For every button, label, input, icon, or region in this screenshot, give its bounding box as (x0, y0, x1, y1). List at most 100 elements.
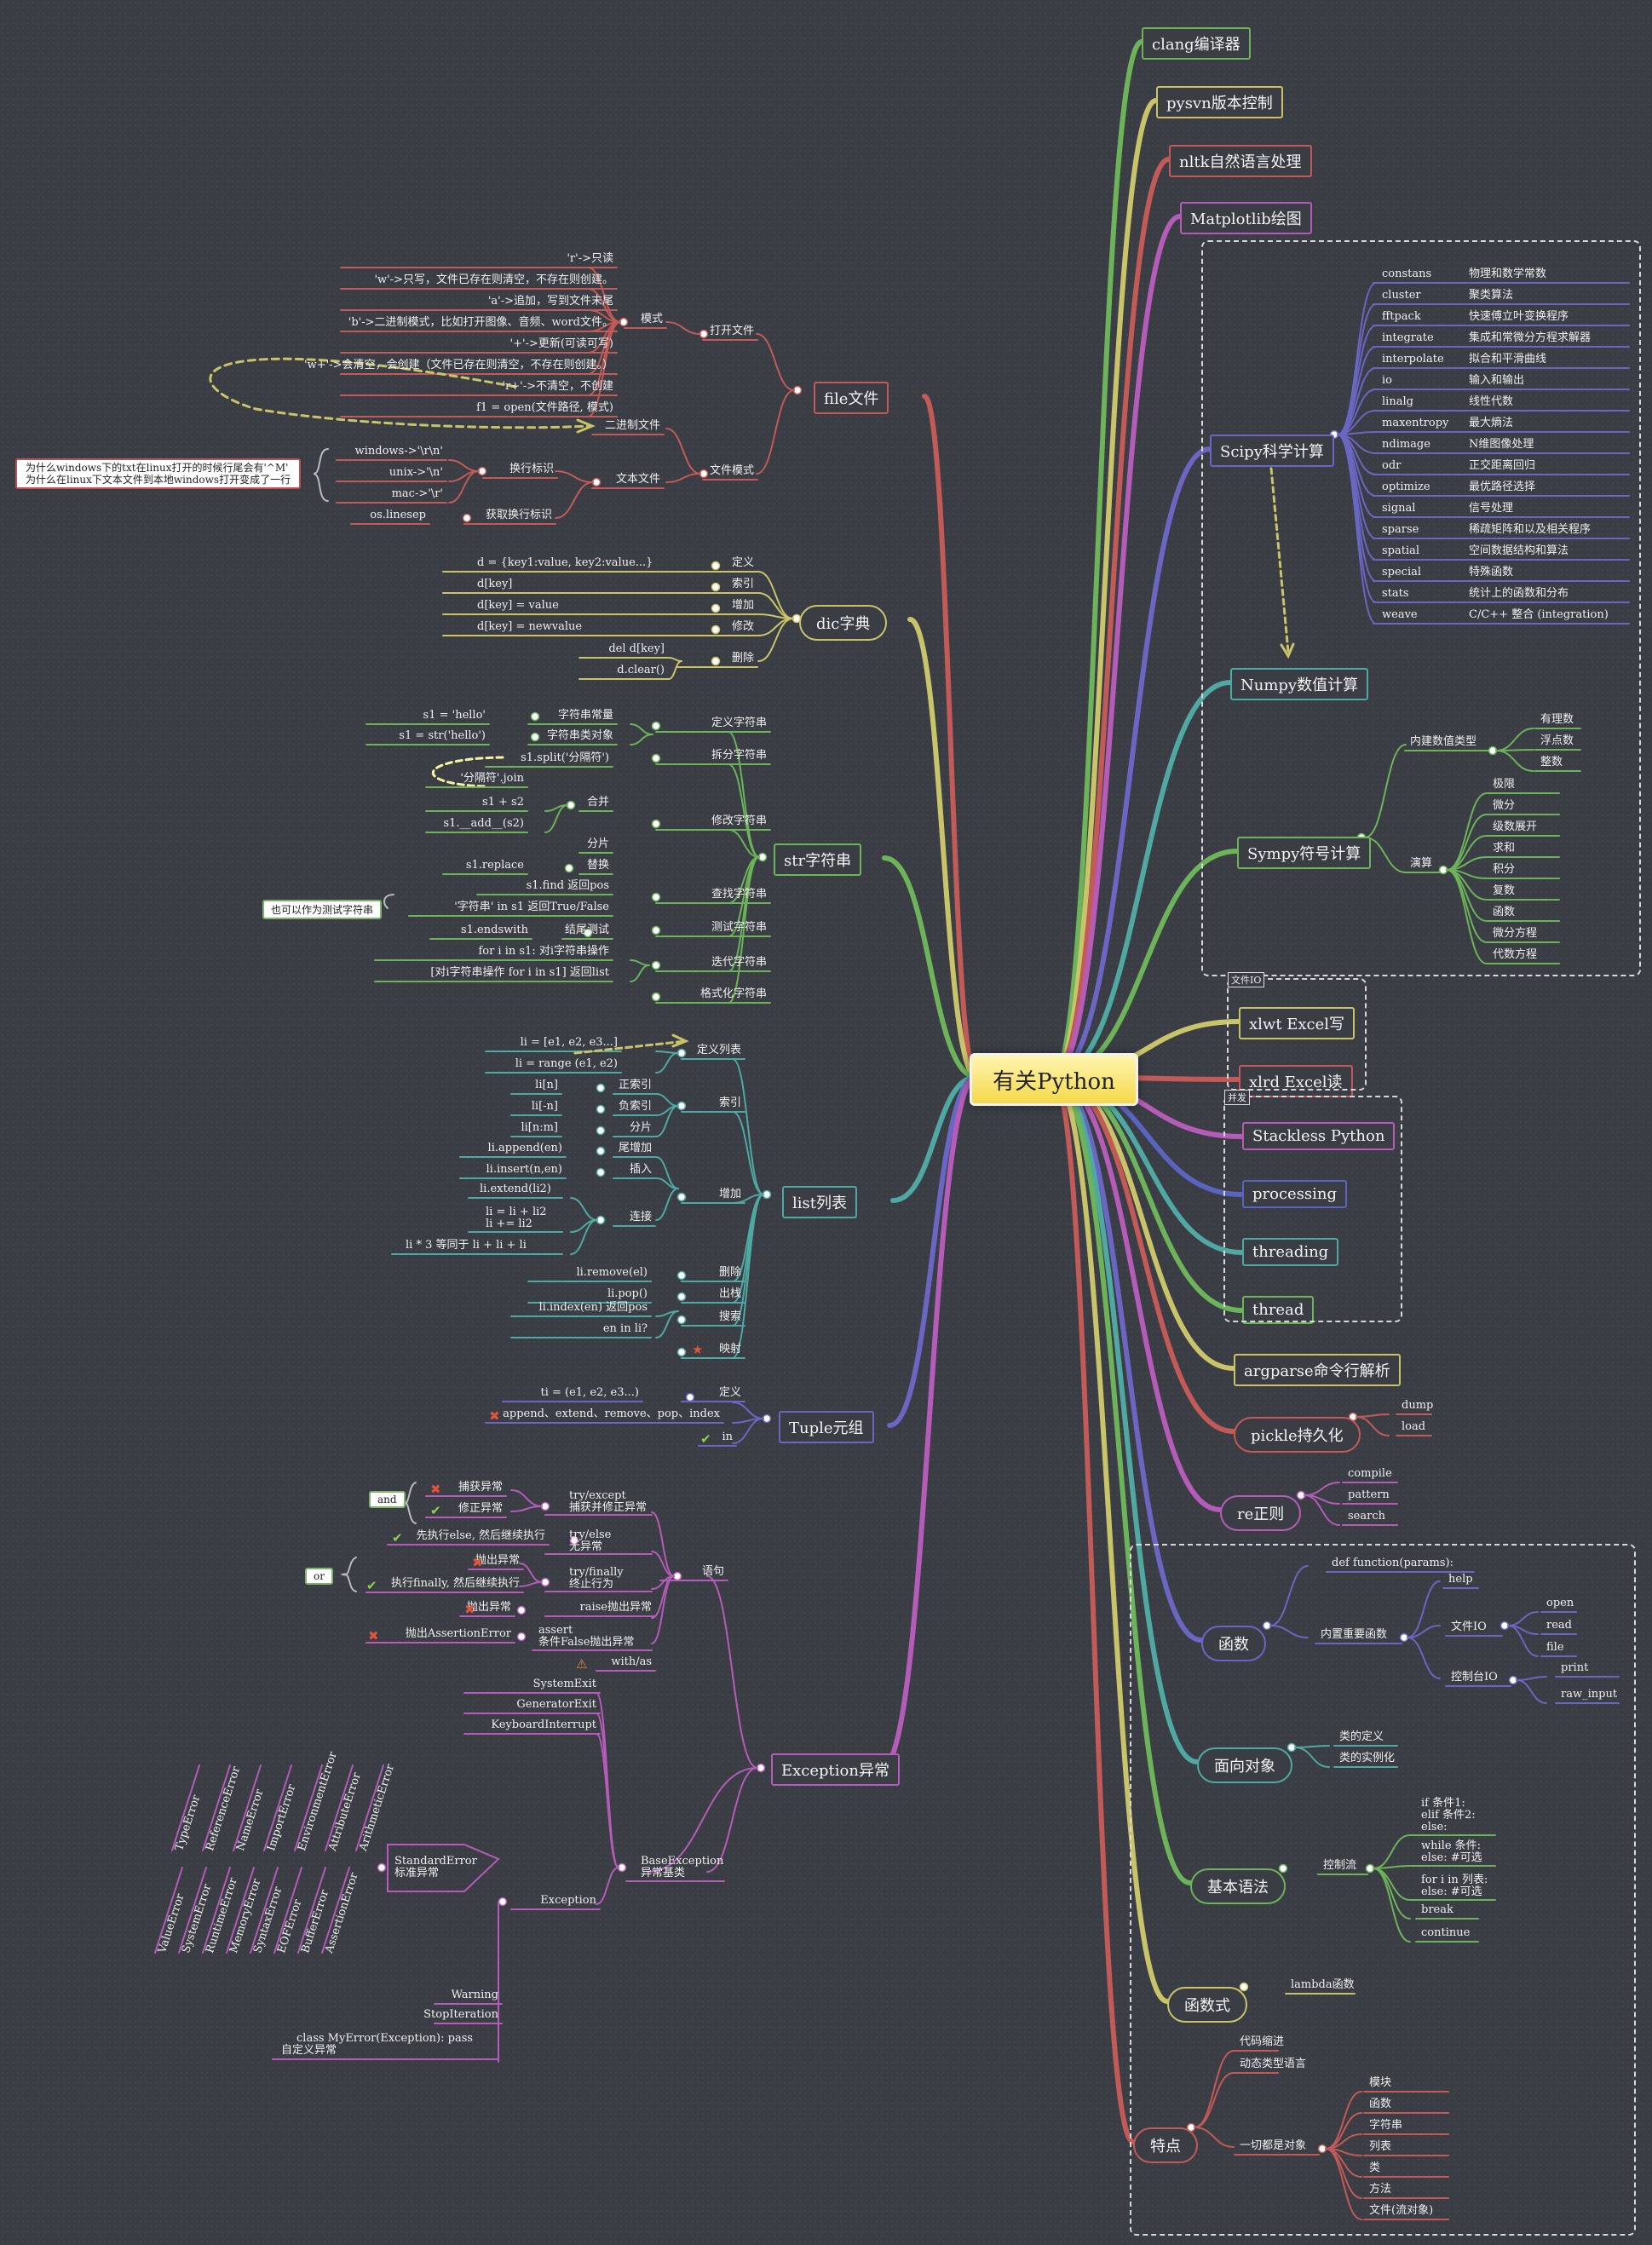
exc-exception[interactable]: Exception (540, 1894, 596, 1907)
scipy-module[interactable]: odr (1382, 459, 1402, 472)
list-conn[interactable]: 连接 (629, 1211, 652, 1223)
syntax-kw[interactable]: continue (1421, 1926, 1471, 1939)
scipy-desc[interactable]: 输入和输出 (1469, 374, 1525, 387)
obj-item[interactable]: 函数 (1369, 2098, 1392, 2110)
concurrency-tag[interactable]: 并发 (1224, 1090, 1250, 1105)
list-idx[interactable]: 分片 (629, 1121, 652, 1134)
scipy-module[interactable]: maxentropy (1382, 417, 1449, 429)
scipy-desc[interactable]: 快速傅立叶变换程序 (1469, 310, 1569, 323)
stackless-node[interactable]: Stackless Python (1242, 1122, 1396, 1150)
exc-node[interactable]: Exception异常 (771, 1753, 900, 1786)
list-conn-code[interactable]: li = li + li2 (486, 1206, 547, 1218)
exc-try[interactable]: try/finally (569, 1566, 624, 1579)
exc-assertx[interactable]: 抛出AssertionError (405, 1627, 511, 1640)
sympy-type[interactable]: 整数 (1540, 756, 1563, 768)
exc-misc[interactable]: StopIteration (423, 2008, 498, 2021)
scipy-desc[interactable]: 集成和常微分方程求解器 (1469, 331, 1592, 344)
list-op[interactable]: 搜索 (718, 1310, 741, 1323)
sympy-calc-item[interactable]: 微分方程 (1493, 927, 1538, 940)
str-node[interactable]: str字符串 (774, 843, 862, 876)
processing-node[interactable]: processing (1242, 1180, 1348, 1208)
pysvn-node[interactable]: pysvn版本控制 (1156, 86, 1283, 118)
list-conn-code[interactable]: li.extend(li2) (480, 1183, 551, 1195)
scipy-desc[interactable]: 正交距离回归 (1469, 459, 1536, 472)
scipy-module[interactable]: cluster (1382, 289, 1421, 302)
syntax-flow[interactable]: 控制流 (1323, 1859, 1357, 1872)
sympy-calc-item[interactable]: 微分 (1493, 799, 1516, 812)
list-conn-code[interactable]: li * 3 等同于 li + li + li (406, 1239, 527, 1252)
re-item[interactable]: compile (1348, 1467, 1392, 1480)
root-node[interactable]: 有关Python (970, 1053, 1138, 1106)
file-node[interactable]: file文件 (814, 382, 889, 414)
sympy-calc-item[interactable]: 级数展开 (1493, 820, 1538, 833)
cross-icon[interactable]: ✖ (489, 1408, 500, 1424)
exc-fix[interactable]: 修正异常 (458, 1502, 503, 1515)
exc-misc[interactable]: Warning (451, 1989, 498, 2001)
file-get-eol[interactable]: 获取换行标识 (485, 509, 552, 521)
scipy-module[interactable]: special (1382, 566, 1422, 579)
obj-item[interactable]: 类 (1369, 2162, 1381, 2174)
dict-op[interactable]: 索引 (731, 578, 754, 590)
list-op[interactable]: 定义列表 (696, 1044, 741, 1056)
str-const-code[interactable]: s1 = 'hello' (423, 709, 486, 722)
scipy-desc[interactable]: C/C++ 整合 (integration) (1469, 608, 1609, 621)
exc-raise[interactable]: raise抛出异常 (579, 1601, 653, 1614)
str-repc[interactable]: s1.replace (465, 859, 524, 872)
scipy-module[interactable]: stats (1382, 587, 1409, 600)
obj-item[interactable]: 列表 (1369, 2140, 1392, 2153)
exc-std[interactable]: StandardError (394, 1855, 477, 1868)
tuple-in[interactable]: in (722, 1430, 733, 1443)
list-code[interactable]: li.pop() (607, 1287, 648, 1300)
oop-node[interactable]: 面向对象 (1197, 1747, 1292, 1783)
str-split-code[interactable]: s1.split('分隔符') (521, 751, 609, 764)
nltk-node[interactable]: nltk自然语言处理 (1169, 145, 1312, 177)
syntax-kw[interactable]: break (1421, 1903, 1453, 1916)
func-builtin[interactable]: 内置重要函数 (1321, 1628, 1388, 1641)
check-icon[interactable]: ✔ (366, 1578, 377, 1593)
exc-fin1[interactable]: 执行finally, 然后继续执行 (391, 1577, 520, 1590)
oop-item[interactable]: 类的定义 (1339, 1730, 1384, 1743)
str-op[interactable]: 格式化字符串 (699, 987, 767, 1000)
scipy-module[interactable]: optimize (1382, 481, 1430, 493)
list-code[interactable]: li.remove(el) (576, 1266, 648, 1279)
str-iter-code[interactable]: [对i字符串操作 for i in s1] 返回list (430, 966, 609, 979)
str-op[interactable]: 定义字符串 (711, 717, 767, 729)
file-mode-item[interactable]: 'r'->只读 (567, 252, 613, 265)
scipy-module[interactable]: io (1382, 374, 1392, 387)
scipy-desc[interactable]: N维图像处理 (1469, 438, 1534, 451)
scipy-desc[interactable]: 统计上的函数和分布 (1469, 587, 1569, 600)
exc-raise1[interactable]: 抛出异常 (475, 1554, 520, 1567)
clang-node[interactable]: clang编译器 (1142, 27, 1251, 60)
exc-std[interactable]: 标准异常 (394, 1867, 440, 1879)
exc-sys[interactable]: KeyboardInterrupt (491, 1718, 596, 1731)
thread-node[interactable]: thread (1242, 1296, 1315, 1324)
list-op[interactable]: 索引 (718, 1097, 741, 1109)
list-op[interactable]: 删除 (718, 1266, 741, 1279)
tuple-def-code[interactable]: ti = (e1, e2, e3...) (540, 1386, 639, 1399)
list-add-code[interactable]: li.append(en) (487, 1142, 562, 1154)
exc-try[interactable]: try/else (569, 1528, 612, 1541)
list-node[interactable]: list列表 (782, 1186, 857, 1218)
str-op[interactable]: 修改字符串 (711, 815, 767, 827)
sympy-calc-item[interactable]: 求和 (1493, 842, 1516, 855)
scipy-desc[interactable]: 信号处理 (1469, 502, 1514, 515)
list-op[interactable]: 出栈 (718, 1287, 741, 1300)
dict-code[interactable]: d = {key1:value, key2:value...} (477, 556, 653, 569)
str-inc[interactable]: '字符串' in s1 返回True/False (454, 901, 609, 913)
scipy-desc[interactable]: 物理和数学常数 (1469, 268, 1547, 280)
str-const[interactable]: 字符串常量 (557, 709, 613, 722)
eol-item[interactable]: windows->'\r\n' (354, 445, 443, 458)
scipy-module[interactable]: integrate (1382, 331, 1434, 344)
list-def-code[interactable]: li = [e1, e2, e3...] (520, 1036, 618, 1049)
check-icon[interactable]: ✔ (392, 1530, 403, 1546)
and-tag[interactable]: and (369, 1491, 406, 1508)
scipy-module[interactable]: weave (1382, 608, 1418, 621)
str-op[interactable]: 测试字符串 (711, 921, 767, 934)
str-endc[interactable]: s1.endswith (460, 924, 528, 936)
exc-try[interactable]: 无异常 (569, 1540, 603, 1553)
dict-code[interactable]: d[key] = value (477, 599, 559, 612)
syntax-code[interactable]: while 条件: (1421, 1839, 1482, 1852)
file-mode-item[interactable]: 'r+'->不清空，不创建 (502, 380, 613, 393)
scipy-desc[interactable]: 最优路径选择 (1469, 481, 1536, 493)
file-eol[interactable]: 换行标识 (509, 463, 554, 475)
